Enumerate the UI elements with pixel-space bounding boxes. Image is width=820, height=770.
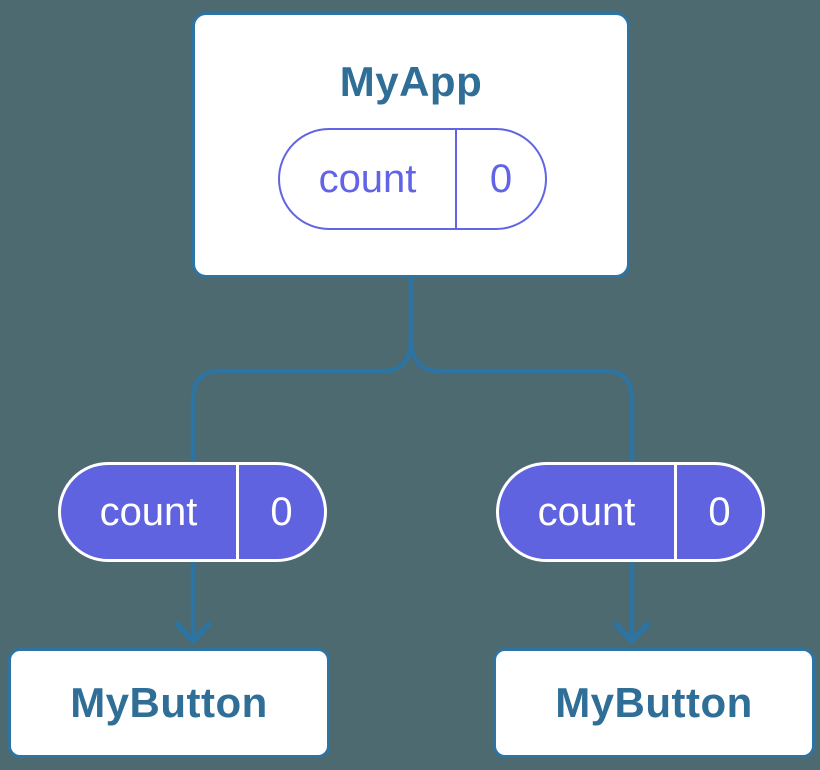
- child-component-node-left: MyButton: [8, 648, 330, 758]
- parent-component-title: MyApp: [339, 58, 483, 105]
- parent-state-pill: count 0: [278, 128, 547, 230]
- prop-pill-right: count 0: [496, 462, 765, 562]
- arrowhead-down-left-icon: [174, 621, 212, 644]
- state-value-label: 0: [455, 130, 545, 228]
- connector-branch-right: [408, 275, 635, 638]
- prop-value-label: 0: [674, 465, 762, 559]
- prop-name-label: count: [537, 489, 636, 534]
- connector-branch-left: [190, 275, 414, 638]
- prop-value-label: 0: [236, 465, 324, 559]
- child-component-node-right: MyButton: [493, 648, 815, 758]
- parent-component-node: MyApp count 0: [192, 12, 630, 278]
- child-component-title: MyButton: [555, 679, 753, 726]
- state-name-label: count: [318, 156, 417, 201]
- prop-pill-left: count 0: [58, 462, 327, 562]
- arrowhead-down-right-icon: [613, 621, 651, 644]
- prop-name-label: count: [99, 489, 198, 534]
- child-component-title: MyButton: [70, 679, 268, 726]
